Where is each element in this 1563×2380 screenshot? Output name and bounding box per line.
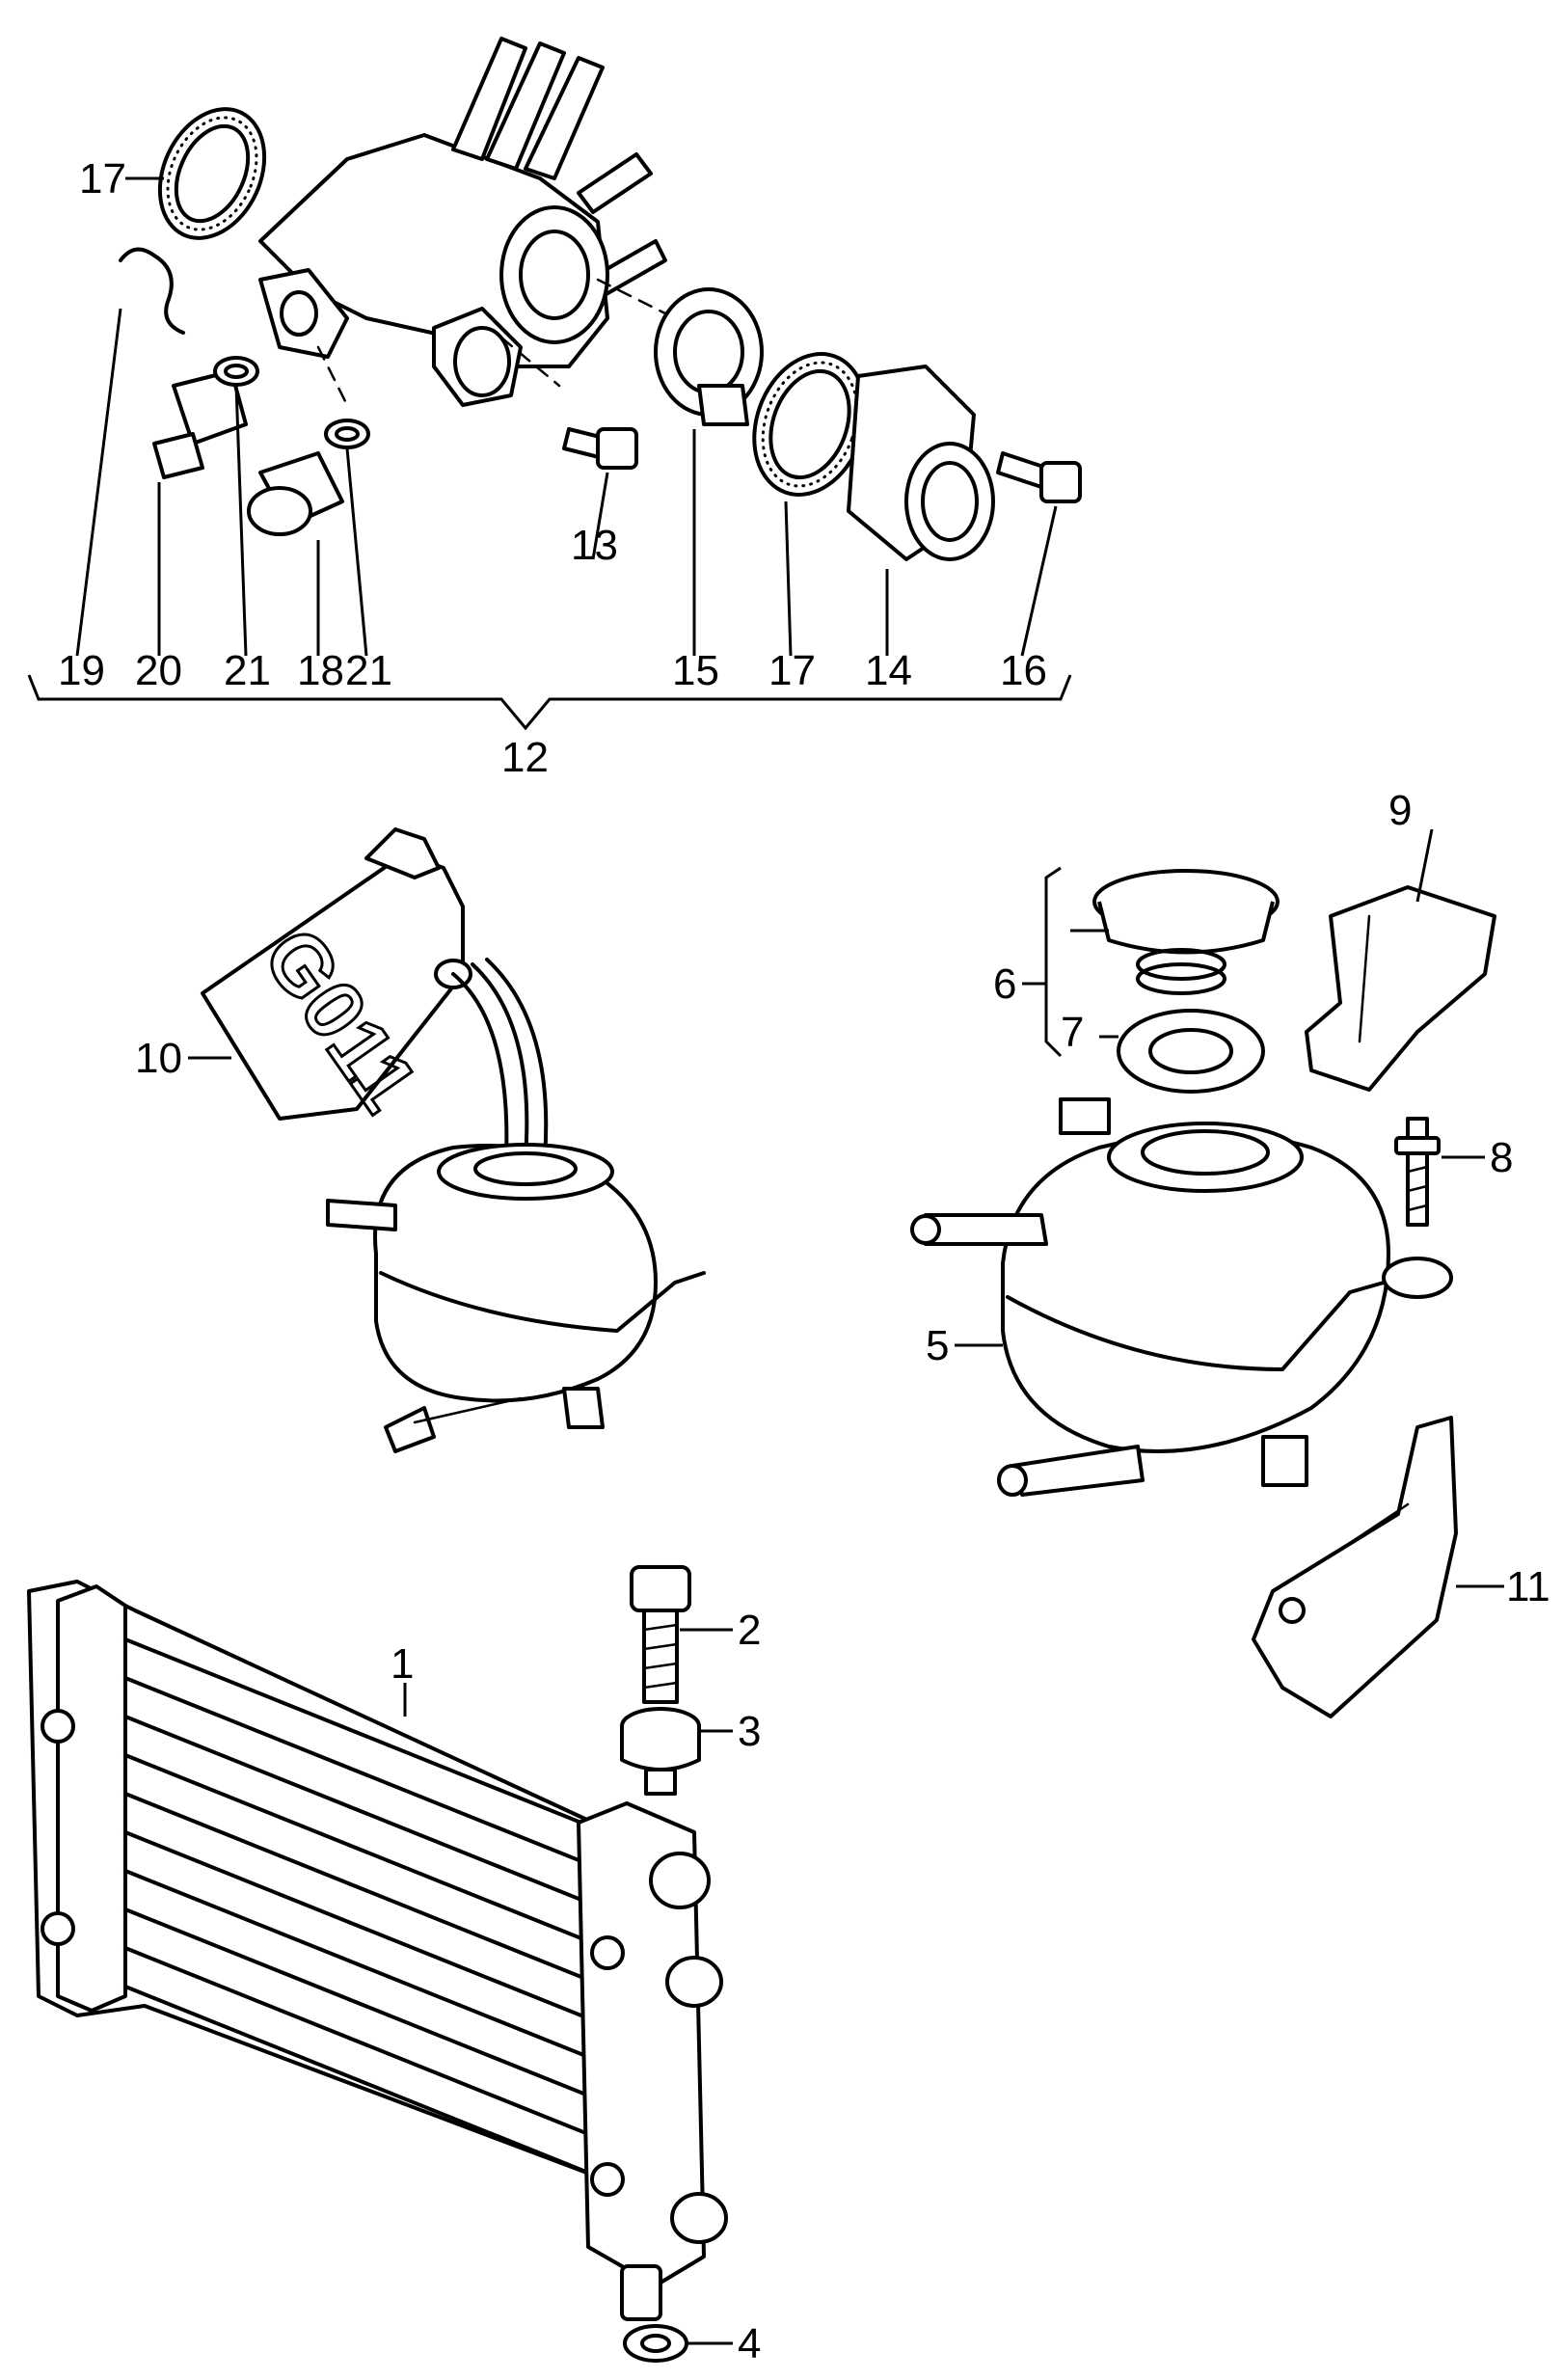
cap-seal (1117, 1009, 1265, 1094)
reservoir-cap (1092, 869, 1280, 995)
leader-lines-middle (188, 828, 1504, 1588)
callout-2: 2 (738, 1607, 761, 1654)
callout-13: 13 (571, 522, 618, 569)
coolant-canister: G011 (201, 827, 549, 1159)
cap-cover (1305, 885, 1496, 1092)
rubber-mount (620, 1707, 701, 1796)
callout-4: 4 (738, 2320, 761, 2367)
radiator (27, 1580, 728, 2321)
callout-labels: 17 19 20 21 18 21 13 15 17 14 16 12 9 6 … (58, 155, 1550, 2367)
callout-17-right: 17 (768, 647, 816, 694)
callout-10: 10 (135, 1035, 182, 1082)
callout-8: 8 (1490, 1134, 1513, 1181)
callout-9: 9 (1388, 787, 1412, 834)
callout-12: 12 (501, 734, 549, 781)
gasket-right (752, 352, 868, 497)
callout-18: 18 (297, 647, 344, 694)
o-ring-a (213, 356, 259, 387)
coolant-flange (847, 365, 995, 561)
bolt-13 (562, 427, 638, 470)
grommet (623, 2324, 688, 2363)
expansion-tank-right (910, 1097, 1453, 1497)
reservoir-bolt (1394, 1117, 1441, 1227)
callout-15: 15 (672, 647, 719, 694)
mounting-bracket (1252, 1416, 1458, 1718)
temperature-sender (152, 369, 248, 479)
callout-3: 3 (738, 1708, 761, 1755)
callout-14: 14 (865, 647, 912, 694)
expansion-tank-left (326, 1143, 706, 1453)
thermostat-housing-assembly (258, 37, 677, 407)
callout-11: 11 (1506, 1563, 1550, 1610)
o-ring-b (324, 419, 370, 449)
plug (247, 451, 344, 536)
leader-lines-top (27, 176, 1072, 731)
callout-5: 5 (926, 1322, 949, 1369)
callout-19: 19 (58, 647, 105, 694)
callout-7: 7 (1061, 1009, 1084, 1056)
callout-17-upper: 17 (79, 155, 126, 203)
gasket-upper (157, 107, 267, 240)
thermostat (654, 287, 764, 426)
callout-6: 6 (993, 960, 1016, 1008)
callout-16: 16 (1000, 647, 1047, 694)
retaining-clip (119, 247, 185, 335)
callout-21-right: 21 (345, 647, 392, 694)
callout-20: 20 (135, 647, 182, 694)
callout-21-left: 21 (224, 647, 271, 694)
bolt-16 (996, 451, 1082, 503)
callout-1: 1 (391, 1640, 414, 1688)
leader-lines-bottom (403, 1628, 733, 2345)
radiator-bolt (630, 1565, 691, 1704)
